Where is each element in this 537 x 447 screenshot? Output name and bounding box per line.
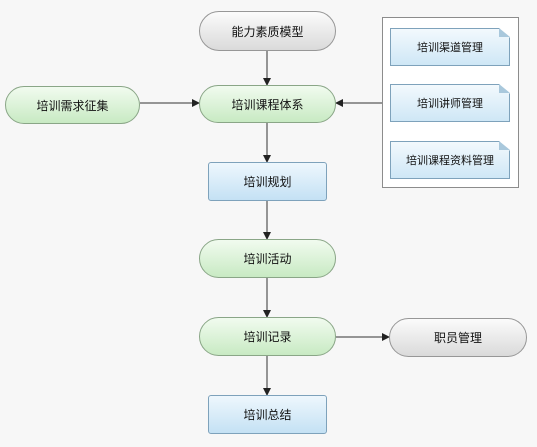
doc-fold-icon [499, 141, 510, 150]
panel-doc-channel-label: 培训渠道管理 [417, 41, 483, 54]
node-training-plan[interactable]: 培训规划 [208, 162, 327, 201]
panel-doc-channel[interactable]: 培训渠道管理 [390, 28, 510, 66]
node-training-record-label: 培训记录 [243, 330, 292, 344]
panel-doc-lecturer-label: 培训讲师管理 [417, 97, 483, 110]
doc-fold-icon [499, 84, 510, 93]
panel-doc-lecturer[interactable]: 培训讲师管理 [390, 84, 510, 122]
resource-panel: 培训渠道管理 培训讲师管理 培训课程资料管理 [382, 17, 519, 188]
node-training-record[interactable]: 培训记录 [199, 317, 336, 356]
node-training-summary[interactable]: 培训总结 [208, 395, 327, 434]
node-training-summary-label: 培训总结 [243, 408, 292, 422]
panel-doc-course-material[interactable]: 培训课程资料管理 [390, 141, 510, 179]
node-needs-collection-label: 培训需求征集 [36, 98, 109, 113]
node-staff-management[interactable]: 职员管理 [389, 318, 527, 357]
node-needs-collection[interactable]: 培训需求征集 [5, 86, 140, 124]
node-training-activity[interactable]: 培训活动 [199, 239, 336, 278]
node-course-system-label: 培训课程体系 [231, 97, 304, 112]
node-course-system[interactable]: 培训课程体系 [199, 85, 336, 123]
node-competency-model-label: 能力素质模型 [231, 24, 304, 39]
doc-fold-icon [499, 28, 510, 37]
node-staff-management-label: 职员管理 [433, 331, 482, 345]
node-training-activity-label: 培训活动 [243, 252, 292, 266]
node-training-plan-label: 培训规划 [243, 175, 292, 189]
node-competency-model[interactable]: 能力素质模型 [199, 11, 336, 51]
panel-doc-course-material-label: 培训课程资料管理 [406, 154, 494, 167]
